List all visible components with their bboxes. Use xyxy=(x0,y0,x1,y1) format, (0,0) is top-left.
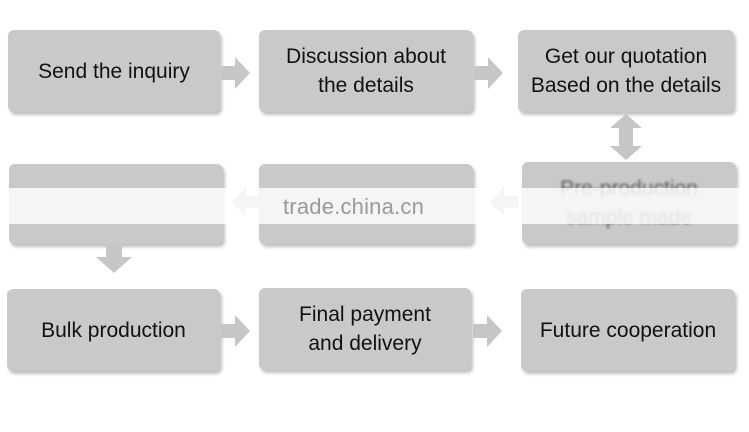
step-quotation: Get our quotation Based on the details xyxy=(518,30,734,112)
step-send-inquiry: Send the inquiry xyxy=(8,30,220,112)
step-discussion: Discussion about the details xyxy=(259,30,473,112)
step-label: Final payment and delivery xyxy=(299,303,431,355)
arrow-right-icon xyxy=(474,57,503,89)
double-arrow-vertical-icon xyxy=(610,114,642,160)
step-label: Get our quotation Based on the details xyxy=(530,45,722,97)
step-label: Future cooperation xyxy=(539,318,717,342)
arrow-right-icon xyxy=(221,57,250,89)
step-label: Send the inquiry xyxy=(38,59,190,83)
step-label: Discussion about the details xyxy=(286,45,446,97)
step-final-payment: Final payment and delivery xyxy=(259,288,471,370)
arrow-down-icon xyxy=(96,244,132,273)
step-bulk-production: Bulk production xyxy=(7,289,220,371)
step-label: Bulk production xyxy=(41,318,186,342)
arrow-right-icon xyxy=(473,315,502,347)
step-future-cooperation: Future cooperation xyxy=(521,289,735,371)
watermark-text: trade.china.cn xyxy=(283,194,424,219)
arrow-right-icon xyxy=(221,315,250,347)
watermark-band xyxy=(0,188,749,224)
